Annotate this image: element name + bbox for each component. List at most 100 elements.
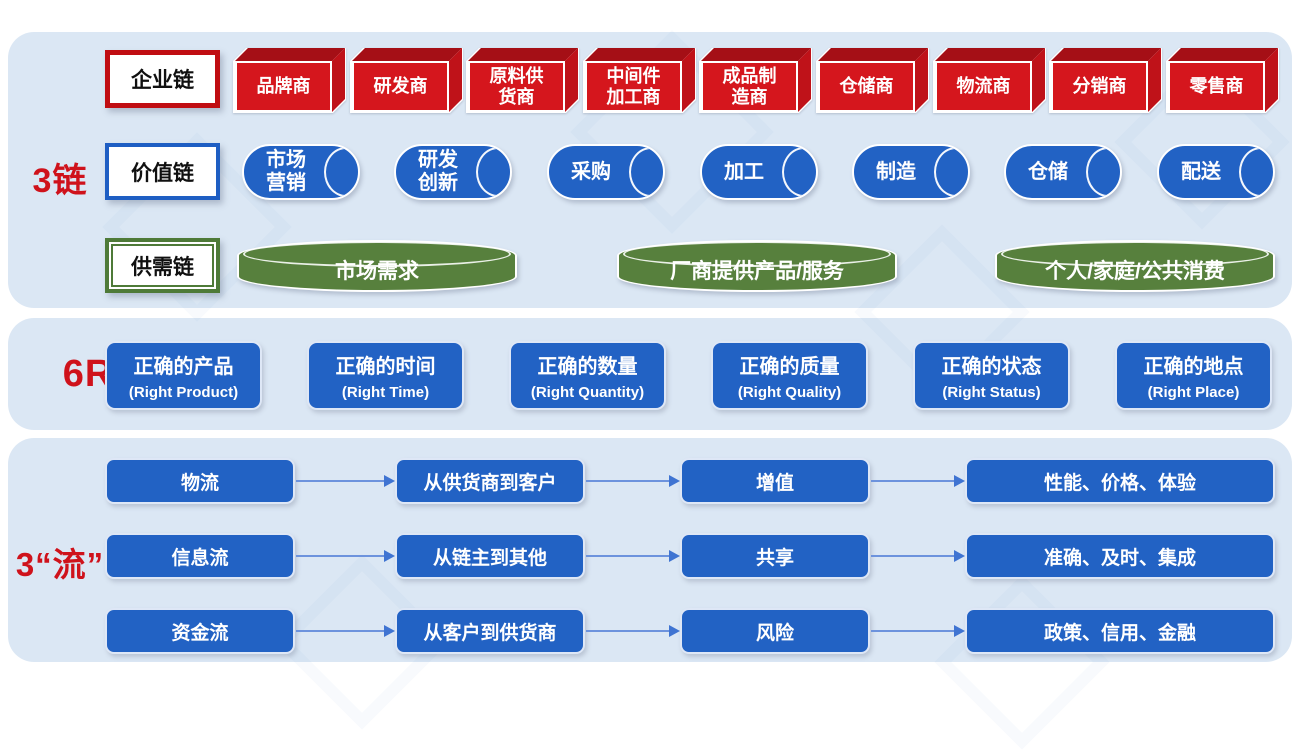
cube-top-face bbox=[935, 48, 1045, 61]
cube-front-face: 分销商 bbox=[1051, 61, 1148, 112]
cylinder-cap bbox=[1239, 147, 1273, 197]
six-r-card-status: 正确的状态 (Right Status) bbox=[913, 341, 1070, 410]
six-r-en: (Right Status) bbox=[942, 384, 1041, 401]
flow-arrow-icon bbox=[296, 475, 395, 487]
six-r-zh: 正确的时间 bbox=[335, 356, 436, 378]
flow-box-performance-price-experience: 性能、价格、体验 bbox=[965, 458, 1275, 504]
value-node-warehousing: 仓储 bbox=[1004, 144, 1122, 200]
cylinder-label: 制造 bbox=[876, 160, 916, 183]
value-node-procurement: 采购 bbox=[547, 144, 665, 200]
cube-front-face: 中间件 加工商 bbox=[585, 61, 682, 112]
cube-right-face bbox=[1032, 48, 1045, 112]
flow-box-accurate-timely-integrated: 准确、及时、集成 bbox=[965, 533, 1275, 579]
flow-box-sharing: 共享 bbox=[680, 533, 870, 579]
flow-box-capital: 资金流 bbox=[105, 608, 295, 654]
disk-top-ellipse bbox=[243, 241, 511, 267]
cube-right-face bbox=[1265, 48, 1278, 112]
flow-arrow-icon bbox=[871, 550, 965, 562]
flow-box-policy-credit-finance: 政策、信用、金融 bbox=[965, 608, 1275, 654]
flow-arrow-icon bbox=[586, 550, 680, 562]
cube-front-face: 品牌商 bbox=[235, 61, 332, 112]
cylinder-cap bbox=[629, 147, 663, 197]
six-r-zh: 正确的数量 bbox=[537, 356, 638, 378]
cube-right-face bbox=[565, 48, 578, 112]
section-label-three-chains: 3链 bbox=[32, 162, 88, 200]
six-r-en: (Right Quantity) bbox=[530, 384, 645, 401]
supply-node-consumption: 个人/家庭/公共消费 bbox=[995, 240, 1275, 292]
flow-box-value-added: 增值 bbox=[680, 458, 870, 504]
value-node-marketing: 市场 营销 bbox=[242, 144, 360, 200]
cube-front-face: 仓储商 bbox=[818, 61, 915, 112]
disk-label: 市场需求 bbox=[335, 260, 419, 283]
six-r-card-product: 正确的产品 (Right Product) bbox=[105, 341, 262, 410]
six-r-en: (Right Product) bbox=[128, 384, 239, 401]
cylinder-cap bbox=[782, 147, 816, 197]
supply-node-market-demand: 市场需求 bbox=[237, 240, 517, 292]
six-r-en: (Right Time) bbox=[341, 384, 430, 401]
value-node-manufacturing: 制造 bbox=[852, 144, 970, 200]
cube-front-face: 零售商 bbox=[1168, 61, 1265, 112]
cube-front-face: 原料供 货商 bbox=[468, 61, 565, 112]
tag-enterprise-chain: 企业链 bbox=[105, 50, 220, 108]
cube-top-face bbox=[1168, 48, 1278, 61]
flow-arrow-icon bbox=[586, 625, 680, 637]
six-r-zh: 正确的状态 bbox=[941, 356, 1042, 378]
enterprise-node-finished-goods: 成品制 造商 bbox=[701, 48, 811, 112]
enterprise-node-intermediate: 中间件 加工商 bbox=[585, 48, 695, 112]
disk-top-ellipse bbox=[1001, 241, 1269, 267]
cube-top-face bbox=[585, 48, 695, 61]
enterprise-node-warehousing: 仓储商 bbox=[818, 48, 928, 112]
value-node-delivery: 配送 bbox=[1157, 144, 1275, 200]
cube-top-face bbox=[352, 48, 462, 61]
disk-label: 个人/家庭/公共消费 bbox=[1045, 260, 1225, 283]
cylinder-label: 市场 营销 bbox=[266, 149, 306, 194]
flow-arrow-icon bbox=[296, 550, 395, 562]
cube-front-face: 物流商 bbox=[935, 61, 1032, 112]
cylinder-cap bbox=[324, 147, 358, 197]
enterprise-node-distribution: 分销商 bbox=[1051, 48, 1161, 112]
cube-right-face bbox=[682, 48, 695, 112]
enterprise-node-raw-material: 原料供 货商 bbox=[468, 48, 578, 112]
tag-value-chain: 价值链 bbox=[105, 143, 220, 200]
cube-top-face bbox=[235, 48, 345, 61]
supply-node-manufacturer-offering: 厂商提供产品/服务 bbox=[617, 240, 897, 292]
cylinder-cap bbox=[476, 147, 510, 197]
cube-right-face bbox=[1148, 48, 1161, 112]
six-r-card-quality: 正确的质量 (Right Quality) bbox=[711, 341, 868, 410]
enterprise-node-retail: 零售商 bbox=[1168, 48, 1278, 112]
flow-arrow-icon bbox=[871, 625, 965, 637]
disk-label: 厂商提供产品/服务 bbox=[670, 260, 844, 283]
six-r-card-quantity: 正确的数量 (Right Quantity) bbox=[509, 341, 666, 410]
cylinder-label: 仓储 bbox=[1028, 160, 1068, 183]
section-label-three-flows: 3“流” bbox=[15, 546, 105, 583]
cylinder-label: 配送 bbox=[1181, 160, 1221, 183]
tag-supply-demand-chain: 供需链 bbox=[105, 238, 220, 293]
six-r-zh: 正确的质量 bbox=[739, 356, 840, 378]
cylinder-label: 采购 bbox=[571, 160, 611, 183]
six-r-zh: 正确的产品 bbox=[133, 356, 234, 378]
section-label-six-r: 6R bbox=[62, 353, 114, 395]
six-r-card-place: 正确的地点(Right Place) bbox=[1115, 341, 1272, 410]
value-node-innovation: 研发 创新 bbox=[394, 144, 512, 200]
cube-front-face: 研发商 bbox=[352, 61, 449, 112]
cube-top-face bbox=[468, 48, 578, 61]
cylinder-cap bbox=[1086, 147, 1120, 197]
flow-box-chain-leader-to-others: 从链主到其他 bbox=[395, 533, 585, 579]
value-node-processing: 加工 bbox=[700, 144, 818, 200]
cube-right-face bbox=[915, 48, 928, 112]
cube-right-face bbox=[798, 48, 811, 112]
enterprise-node-logistics: 物流商 bbox=[935, 48, 1045, 112]
flow-arrow-icon bbox=[586, 475, 680, 487]
six-r-en: (Right Quality) bbox=[737, 384, 842, 401]
flow-arrow-icon bbox=[871, 475, 965, 487]
cube-right-face bbox=[449, 48, 462, 112]
cube-right-face bbox=[332, 48, 345, 112]
flow-box-information: 信息流 bbox=[105, 533, 295, 579]
flow-box-customer-to-supplier: 从客户到供货商 bbox=[395, 608, 585, 654]
cube-front-face: 成品制 造商 bbox=[701, 61, 798, 112]
cylinder-label: 研发 创新 bbox=[418, 149, 458, 194]
flow-box-risk: 风险 bbox=[680, 608, 870, 654]
six-r-en: (Right Place) bbox=[1147, 384, 1240, 401]
flow-box-logistics: 物流 bbox=[105, 458, 295, 504]
cube-top-face bbox=[818, 48, 928, 61]
